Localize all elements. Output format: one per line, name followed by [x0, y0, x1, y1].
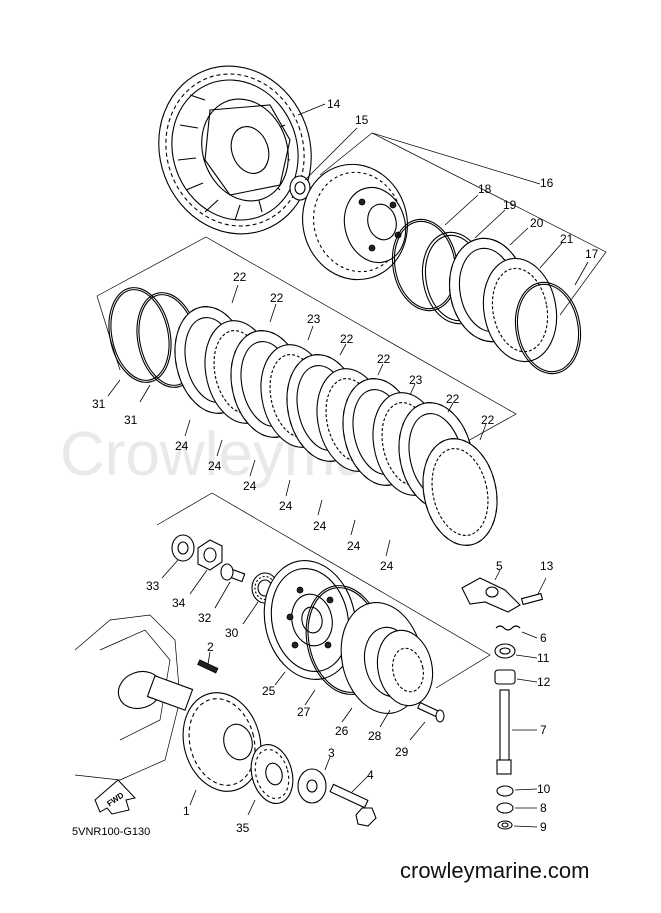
- callout-27: 27: [297, 705, 311, 719]
- callout-14: 14: [327, 97, 341, 111]
- callout-16: 16: [540, 176, 554, 190]
- clutch-boss: [302, 163, 408, 281]
- callout-18: 18: [478, 182, 492, 196]
- callout-20: 20: [530, 216, 544, 230]
- woodruff-key: [197, 659, 219, 674]
- callout-3: 3: [328, 746, 335, 760]
- shaft-circlip: [497, 820, 513, 830]
- callout-32: 32: [198, 611, 212, 625]
- callout-26: 26: [335, 724, 349, 738]
- callout-9: 9: [540, 820, 547, 834]
- callout-25: 25: [262, 684, 276, 698]
- lever-screw: [520, 592, 544, 606]
- cushion-plate: [376, 629, 434, 707]
- callout-23-a: 23: [307, 312, 321, 326]
- needle-bearing: [494, 669, 516, 685]
- push-lever-assembly: [461, 577, 521, 613]
- callout-24-e: 24: [313, 519, 327, 533]
- pressure-plate-bolt: [417, 701, 445, 723]
- shaft-spacer: [496, 802, 514, 814]
- friction-and-clutch-plates: [174, 306, 498, 546]
- callout-29: 29: [395, 745, 409, 759]
- thrust-washer: [289, 175, 311, 201]
- callout-22-b: 22: [270, 291, 284, 305]
- push-lever-shaft: [496, 689, 512, 775]
- callout-5: 5: [496, 559, 503, 573]
- callout-6: 6: [540, 631, 547, 645]
- primary-drive-gear: [182, 692, 262, 792]
- callout-31-b: 31: [124, 413, 138, 427]
- push-rod: [220, 563, 246, 583]
- fwd-arrow-icon: FWD: [94, 779, 136, 815]
- lock-washer: [171, 534, 195, 562]
- callout-33: 33: [146, 579, 160, 593]
- callout-22-e: 22: [446, 392, 460, 406]
- callout-24-d: 24: [279, 499, 293, 513]
- callout-30: 30: [225, 626, 239, 640]
- callout-22-a: 22: [233, 270, 247, 284]
- callout-13: 13: [540, 559, 554, 573]
- diagram-code: 5VNR100-G130: [72, 826, 150, 838]
- pressure-plate-bracket: [156, 492, 491, 689]
- callout-8: 8: [540, 801, 547, 815]
- callout-22-d: 22: [377, 352, 391, 366]
- callout-24-c: 24: [243, 479, 257, 493]
- pickup-rotor-gear: [250, 744, 294, 804]
- primary-driven-gear-housing: [158, 65, 312, 235]
- pressure-plate: [263, 560, 357, 680]
- callout-24-b: 24: [208, 459, 222, 473]
- oil-seal: [494, 643, 516, 659]
- callout-24-a: 24: [175, 439, 189, 453]
- callout-23-b: 23: [409, 373, 423, 387]
- callout-10: 10: [537, 782, 551, 796]
- plain-washer: [297, 768, 327, 804]
- callout-21: 21: [560, 232, 574, 246]
- callout-31-a: 31: [92, 397, 106, 411]
- crank-bolt: [329, 783, 377, 827]
- callout-2: 2: [207, 640, 214, 654]
- shaft-washer: [496, 785, 514, 797]
- crankcase-outline: [74, 614, 194, 781]
- callout-4: 4: [367, 768, 374, 782]
- callout-19: 19: [503, 198, 517, 212]
- callout-12: 12: [537, 675, 551, 689]
- callout-17: 17: [585, 247, 599, 261]
- circlip-17: [514, 281, 582, 375]
- callout-35: 35: [236, 821, 250, 835]
- oil-seal-spring: [495, 625, 521, 631]
- callout-34: 34: [172, 596, 186, 610]
- nut: [197, 539, 223, 571]
- website-url[interactable]: crowleymarine.com: [400, 858, 590, 883]
- callout-28: 28: [368, 729, 382, 743]
- callout-1: 1: [183, 804, 190, 818]
- callout-15: 15: [355, 113, 369, 127]
- callout-22-c: 22: [340, 332, 354, 346]
- callout-24-g: 24: [380, 559, 394, 573]
- callout-22-f: 22: [481, 413, 495, 427]
- callout-11: 11: [537, 651, 550, 665]
- callout-24-f: 24: [347, 539, 361, 553]
- callout-7: 7: [540, 723, 547, 737]
